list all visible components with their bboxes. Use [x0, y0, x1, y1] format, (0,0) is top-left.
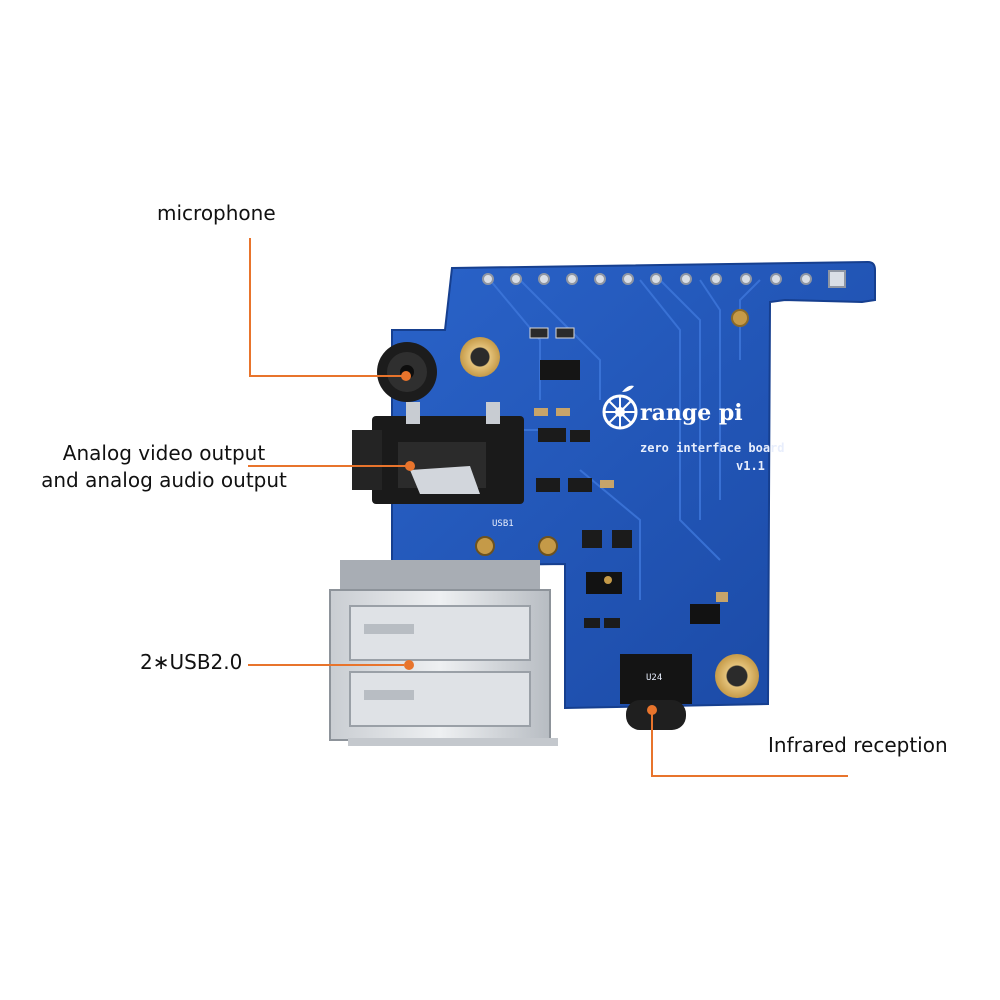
av-jack-component: [352, 402, 524, 504]
callout-label-microphone: microphone: [157, 201, 276, 225]
callout-label-infrared: Infrared reception: [768, 733, 948, 757]
gear-logo-icon: [602, 385, 638, 430]
board-brand-text: range pi: [640, 400, 743, 426]
board-version-text: v1.1: [736, 459, 765, 473]
callout-label-usb: 2∗USB2.0: [140, 650, 243, 674]
callout-lines: [248, 238, 848, 777]
callout-dot-microphone: [401, 371, 411, 381]
smd-components: [529, 327, 728, 628]
callout-label-av-output: Analog video output and analog audio out…: [28, 440, 300, 494]
callout-label-av-line1: Analog video output: [62, 441, 266, 465]
callout-label-av-line2: and analog audio output: [41, 468, 287, 492]
usb-connector: [329, 536, 558, 746]
callout-line-infrared: [651, 712, 848, 777]
usb-reference-text: USB1: [492, 519, 514, 529]
mounting-hole-bottom: [715, 654, 759, 698]
board-subtitle-text: zero interface board: [640, 441, 785, 455]
callout-line-microphone: [249, 238, 404, 377]
via-pad: [731, 309, 749, 327]
mounting-hole-top: [460, 337, 500, 377]
infrared-receiver-component: [620, 654, 692, 730]
gpio-header-pins: [482, 270, 846, 288]
ir-reference-text: U24: [646, 673, 662, 683]
